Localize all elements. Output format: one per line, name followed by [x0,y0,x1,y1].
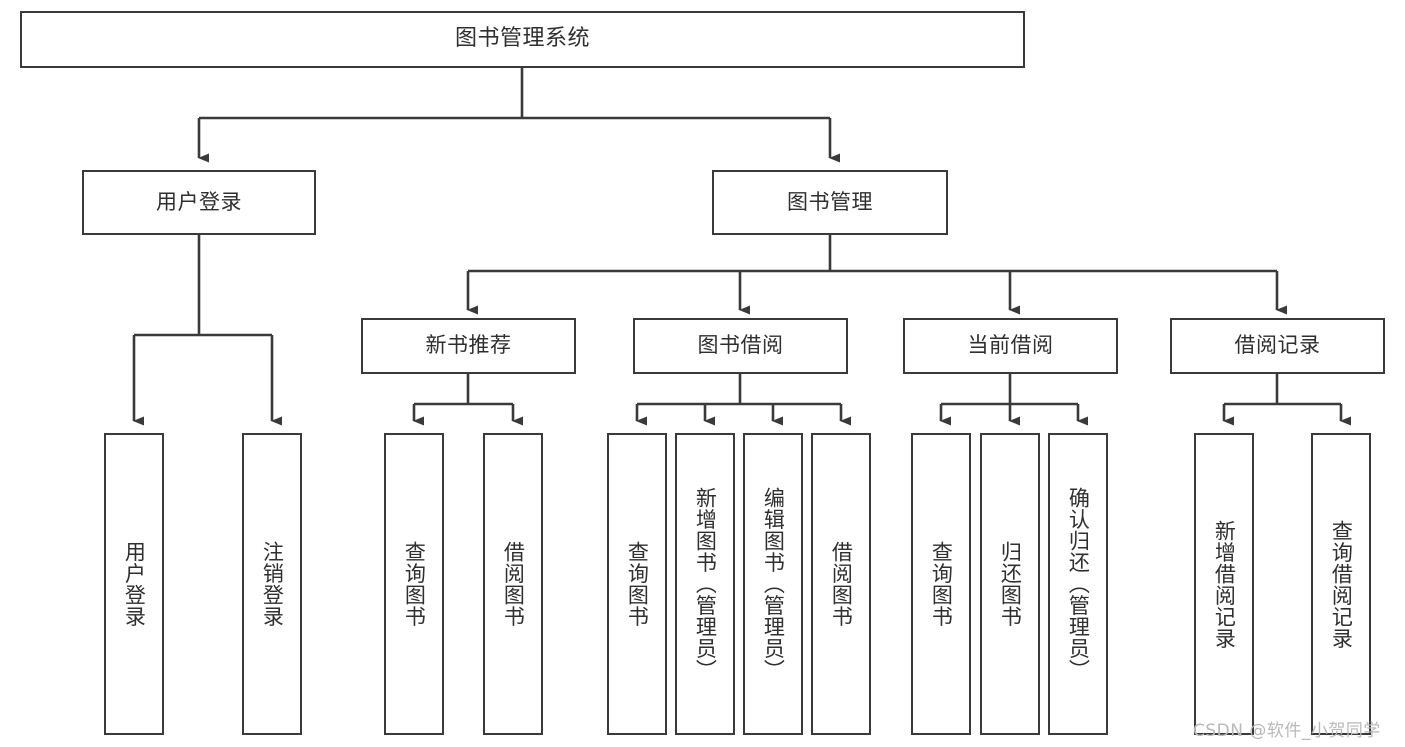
node-leaf-user-login[interactable]: 用户登录 [104,433,164,735]
leaf-label: 查询图书 [929,541,954,627]
node-borrow-record[interactable]: 借阅记录 [1170,318,1385,374]
node-book-manage[interactable]: 图书管理 [712,170,948,235]
node-book-borrow[interactable]: 图书借阅 [633,318,848,374]
node-current-borrow[interactable]: 当前借阅 [903,318,1118,374]
node-root[interactable]: 图书管理系统 [20,11,1025,68]
node-leaf-borrow-book-2[interactable]: 借阅图书 [811,433,871,735]
leaf-label: 借阅图书 [501,541,526,627]
leaf-label: 借阅图书 [829,541,854,627]
leaf-label: 归还图书 [998,541,1023,627]
node-leaf-query-record[interactable]: 查询借阅记录 [1311,433,1371,735]
node-leaf-add-record[interactable]: 新增借阅记录 [1194,433,1254,735]
node-leaf-edit-book[interactable]: 编辑图书（管理员） [743,433,803,735]
node-leaf-logout[interactable]: 注销登录 [242,433,302,735]
leaf-label: 新增图书（管理员） [693,487,718,681]
node-user-login[interactable]: 用户登录 [82,170,316,235]
node-leaf-query-book-2[interactable]: 查询图书 [607,433,667,735]
node-leaf-confirm-return[interactable]: 确认归还（管理员） [1048,433,1108,735]
node-leaf-query-book-3[interactable]: 查询图书 [911,433,971,735]
node-leaf-borrow-book-1[interactable]: 借阅图书 [483,433,543,735]
leaf-label: 查询借阅记录 [1329,519,1354,649]
node-leaf-return-book[interactable]: 归还图书 [980,433,1040,735]
leaf-label: 查询图书 [402,541,427,627]
leaf-label: 用户登录 [122,541,147,627]
node-leaf-add-book[interactable]: 新增图书（管理员） [675,433,735,735]
node-new-book-recommend[interactable]: 新书推荐 [361,318,576,374]
node-leaf-query-book-1[interactable]: 查询图书 [384,433,444,735]
leaf-label: 新增借阅记录 [1212,519,1237,649]
leaf-label: 编辑图书（管理员） [761,487,786,681]
leaf-label: 确认归还（管理员） [1066,487,1091,681]
leaf-label: 注销登录 [260,541,285,627]
csdn-watermark: CSDN @软件_小贺同学 [1193,721,1381,741]
leaf-label: 查询图书 [625,541,650,627]
